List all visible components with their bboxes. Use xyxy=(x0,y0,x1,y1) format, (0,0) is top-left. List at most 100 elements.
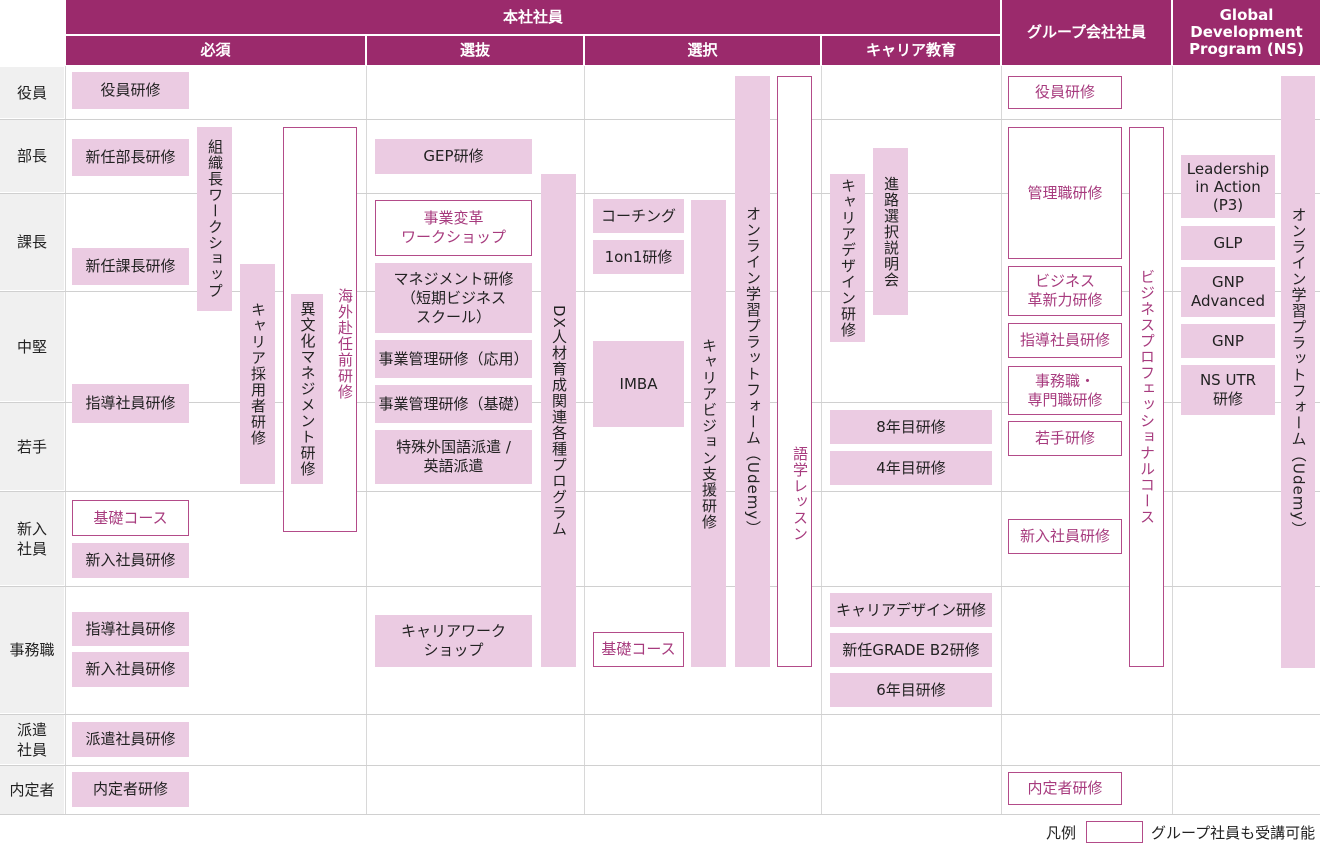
box-line: Leadership xyxy=(1186,159,1270,178)
program-group-business[interactable]: ビジネス 革新力研修 xyxy=(1008,266,1122,316)
program-kaigai-group[interactable]: 異文化マネジメント研修 海外赴任前研修 xyxy=(283,127,357,532)
program-career-saiyo[interactable]: キャリア採用者研修 xyxy=(240,264,275,484)
program-soshikicho-ws[interactable]: 組織長ワークショップ xyxy=(197,127,232,311)
program-kanri-kiso[interactable]: 事業管理研修（基礎） xyxy=(375,385,532,423)
box-line: (P3) xyxy=(1212,195,1244,214)
program-management[interactable]: マネジメント研修 （短期ビジネス スクール） xyxy=(375,263,532,333)
program-jimu-shinnyu[interactable]: 新入社員研修 xyxy=(72,652,189,687)
program-sentaku-kiso[interactable]: 基礎コース xyxy=(593,632,684,667)
grid-hline xyxy=(0,119,1320,120)
program-group-jimushoku[interactable]: 事務職・ 専門職研修 xyxy=(1008,366,1122,415)
header-group: グループ会社社員 xyxy=(1002,0,1171,65)
box-line: ビジネス xyxy=(1034,272,1095,290)
program-jimu-career-design[interactable]: キャリアデザイン研修 xyxy=(830,593,992,627)
box-line: in Action xyxy=(1195,177,1261,196)
box-line: 研修 xyxy=(1212,390,1243,408)
row-label-naitei: 内定者 xyxy=(0,766,64,814)
grid-hline xyxy=(0,586,1320,587)
program-career-vision[interactable]: キャリアビジョン支援研修 xyxy=(691,200,726,667)
grid-vline xyxy=(1001,66,1002,815)
row-label-shinnyu: 新入 社員 xyxy=(0,492,64,585)
program-group-wakate[interactable]: 若手研修 xyxy=(1008,421,1122,456)
grid-vline xyxy=(821,66,822,815)
row-label-line: 新入 xyxy=(16,519,47,538)
row-label-line: 派遣 xyxy=(16,720,47,739)
program-shido[interactable]: 指導社員研修 xyxy=(72,384,189,423)
program-4nenme[interactable]: 4年目研修 xyxy=(830,451,992,485)
row-label-yakuin: 役員 xyxy=(0,67,64,118)
program-tokushu-gaikokugo[interactable]: 特殊外国語派遣 / 英語派遣 xyxy=(375,430,532,484)
program-glp[interactable]: GLP xyxy=(1181,226,1275,260)
box-line: GNP xyxy=(1212,273,1244,291)
program-imba[interactable]: IMBA xyxy=(593,341,684,427)
program-career-workshop[interactable]: キャリアワーク ショップ xyxy=(375,615,532,667)
program-group-shinnyu[interactable]: 新入社員研修 xyxy=(1008,519,1122,554)
program-group-shido[interactable]: 指導社員研修 xyxy=(1008,323,1122,358)
box-line: スクール） xyxy=(415,307,491,326)
header-sentaku: 選択 xyxy=(585,36,820,65)
program-8nenme[interactable]: 8年目研修 xyxy=(830,410,992,444)
program-jigyo-henkaku[interactable]: 事業変革 ワークショップ xyxy=(375,200,532,256)
program-ns-utr[interactable]: NS UTR 研修 xyxy=(1181,365,1275,415)
header-global-line: Development xyxy=(1190,23,1303,41)
program-group-yakuin[interactable]: 役員研修 xyxy=(1008,76,1122,109)
row-label-haken: 派遣 社員 xyxy=(0,715,64,764)
program-haken[interactable]: 派遣社員研修 xyxy=(72,722,189,757)
program-group-kanrishoku[interactable]: 管理職研修 xyxy=(1008,127,1122,259)
legend-label: 凡例 xyxy=(1046,823,1077,842)
header-global-line: Global xyxy=(1219,6,1274,24)
program-grade-b2[interactable]: 新任GRADE B2研修 xyxy=(830,633,992,667)
grid-hline xyxy=(0,491,1320,492)
program-leadership-in-action[interactable]: Leadership in Action (P3) xyxy=(1181,155,1275,218)
program-shinnyu[interactable]: 新入社員研修 xyxy=(72,543,189,578)
program-gnp-advanced[interactable]: GNP Advanced xyxy=(1181,267,1275,317)
program-naitei[interactable]: 内定者研修 xyxy=(72,772,189,807)
header-career: キャリア教育 xyxy=(822,36,1000,65)
box-line: 事業変革 xyxy=(423,209,484,227)
grid-vline xyxy=(1172,66,1173,815)
program-6nenme[interactable]: 6年目研修 xyxy=(830,673,992,707)
grid-hline xyxy=(0,714,1320,715)
program-group-naitei[interactable]: 内定者研修 xyxy=(1008,772,1122,805)
program-gnp[interactable]: GNP xyxy=(1181,324,1275,358)
program-kiso-course[interactable]: 基礎コース xyxy=(72,500,189,536)
box-line: 英語派遣 xyxy=(423,457,484,475)
program-1on1[interactable]: 1on1研修 xyxy=(593,240,684,274)
program-shinnin-bucho[interactable]: 新任部長研修 xyxy=(72,139,189,176)
row-label-wakate: 若手 xyxy=(0,403,64,490)
header-hissu: 必須 xyxy=(66,36,365,65)
program-kaigai[interactable]: 海外赴任前研修 xyxy=(336,288,354,400)
box-line: ワークショップ xyxy=(400,228,506,246)
grid-hline xyxy=(0,291,1320,292)
box-line: （短期ビジネス xyxy=(400,288,506,307)
program-gep[interactable]: GEP研修 xyxy=(375,139,532,174)
program-shinro-setsumei[interactable]: 進路選択説明会 xyxy=(873,148,908,315)
program-shinnin-kacho[interactable]: 新任課長研修 xyxy=(72,248,189,285)
program-dx[interactable]: DX人材育成関連各種プログラム xyxy=(541,174,576,667)
box-line: 革新力研修 xyxy=(1027,291,1103,309)
program-jimu-shido[interactable]: 指導社員研修 xyxy=(72,612,189,646)
program-yakuin[interactable]: 役員研修 xyxy=(72,72,189,109)
program-career-design[interactable]: キャリアデザイン研修 xyxy=(830,174,865,342)
program-business-pro[interactable]: ビジネスプロフェッショナルコース xyxy=(1129,127,1164,667)
box-line: Advanced xyxy=(1190,292,1266,310)
header-global-line: Program (NS) xyxy=(1189,40,1304,58)
program-gogaku[interactable]: 語学レッスン xyxy=(777,76,812,667)
grid-hline xyxy=(0,765,1320,766)
row-label-chuken: 中堅 xyxy=(0,292,64,401)
box-line: ショップ xyxy=(423,641,484,659)
program-global-online-udemy[interactable]: オンライン学習プラットフォーム（Udemy） xyxy=(1281,76,1315,668)
grid-vline xyxy=(366,66,367,815)
program-ibunka[interactable]: 異文化マネジメント研修 xyxy=(291,294,323,484)
row-label-line: 社員 xyxy=(16,740,47,759)
box-line: 専門職研修 xyxy=(1027,390,1103,409)
grid-vline xyxy=(65,66,66,815)
header-global: Global Development Program (NS) xyxy=(1173,0,1320,65)
row-label-bucho: 部長 xyxy=(0,120,64,192)
row-label-line: 社員 xyxy=(16,539,47,558)
program-kanri-oyo[interactable]: 事業管理研修（応用） xyxy=(375,340,532,378)
program-coaching[interactable]: コーチング xyxy=(593,199,684,233)
program-online-udemy[interactable]: オンライン学習プラットフォーム（Udemy） xyxy=(735,76,770,667)
row-label-kacho: 課長 xyxy=(0,194,64,290)
box-line: マネジメント研修 xyxy=(393,269,514,288)
